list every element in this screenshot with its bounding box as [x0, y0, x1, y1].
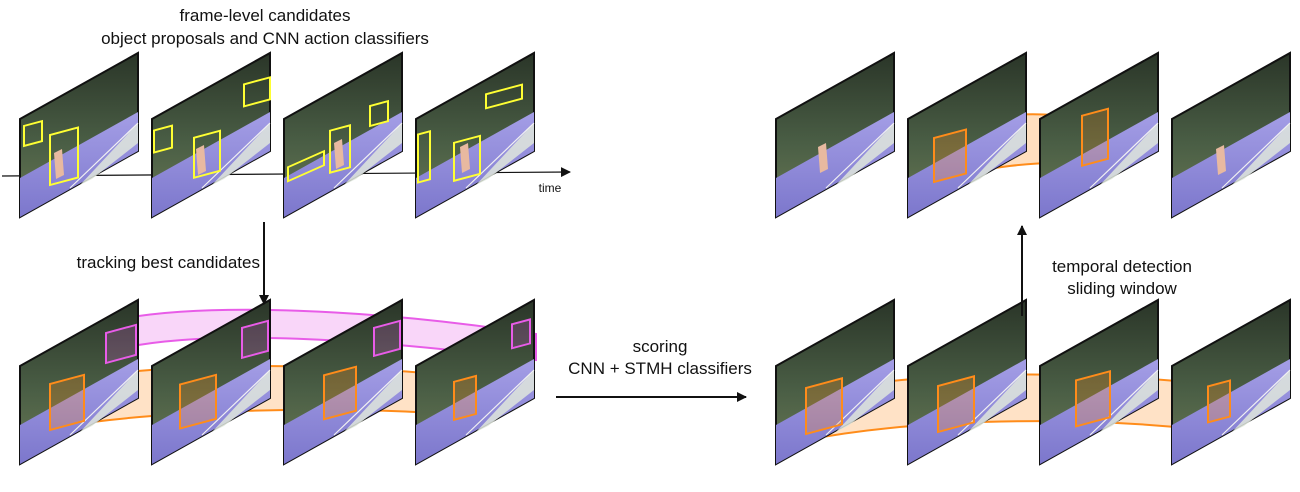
- candidate-box: [369, 99, 389, 128]
- time-label: time: [538, 181, 562, 195]
- track-box: [937, 375, 975, 434]
- video-frame: [1039, 298, 1159, 466]
- video-frame: [415, 298, 535, 466]
- candidate-box: [23, 119, 43, 148]
- video-frame: [1039, 51, 1159, 219]
- video-frame: [283, 298, 403, 466]
- candidate-box: [287, 149, 325, 183]
- track-box: [373, 319, 401, 358]
- title-line-2: object proposals and CNN action classifi…: [101, 29, 429, 48]
- track-box: [511, 318, 531, 350]
- video-frame: [907, 298, 1027, 466]
- row-frame-candidates: [1, 51, 571, 219]
- video-frame: [151, 298, 271, 466]
- video-frame: [775, 298, 895, 466]
- candidate-box: [485, 83, 523, 110]
- temporal-label-1: temporal detection: [1052, 257, 1192, 276]
- track-box: [323, 365, 357, 421]
- candidate-box: [417, 129, 431, 184]
- temporal-label-2: sliding window: [1067, 279, 1177, 298]
- video-frame: [1171, 51, 1291, 219]
- scoring-label-1: scoring: [632, 337, 688, 356]
- row-scored-tracks: [775, 298, 1291, 466]
- detection-box: [1081, 107, 1109, 168]
- track-box: [105, 323, 137, 365]
- video-frame: [775, 51, 895, 219]
- video-frame: [415, 51, 535, 219]
- track-box: [805, 377, 843, 436]
- video-frame: [283, 51, 403, 219]
- scoring-label-2: CNN + STMH classifiers: [568, 359, 752, 378]
- track-box: [1075, 369, 1111, 428]
- video-frame: [19, 298, 139, 466]
- track-box: [49, 373, 85, 432]
- tracking-label: tracking best candidates: [76, 253, 260, 272]
- video-frame: [151, 51, 271, 219]
- candidate-box: [49, 126, 79, 187]
- candidate-box: [453, 134, 481, 183]
- candidate-box: [193, 129, 221, 180]
- video-frame: [19, 51, 139, 219]
- video-frame: [1171, 298, 1291, 466]
- track-box: [1207, 379, 1231, 424]
- row-tracked-candidates: [19, 298, 537, 466]
- video-frame: [907, 51, 1027, 219]
- track-box: [179, 373, 217, 430]
- track-box: [241, 319, 269, 360]
- candidate-box: [243, 76, 271, 108]
- candidate-box: [153, 124, 173, 154]
- track-box: [453, 374, 477, 422]
- detection-box: [933, 128, 967, 184]
- row-temporal-detections: [775, 51, 1291, 219]
- title-line-1: frame-level candidates: [179, 6, 351, 25]
- candidate-box: [329, 124, 351, 174]
